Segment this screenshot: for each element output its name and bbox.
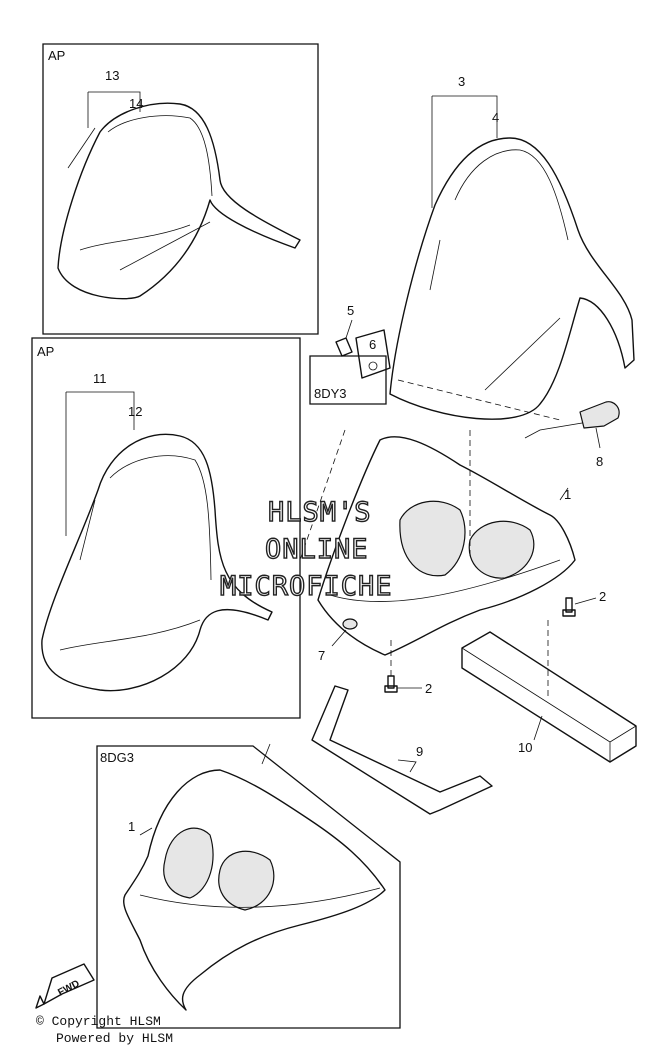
watermark-line-1: HLSM'S	[268, 497, 372, 528]
foam-block	[461, 631, 637, 763]
ap-windshield-box-mid: AP 11 12	[31, 337, 301, 719]
callout-13: 13	[105, 68, 119, 83]
ap-windshield-box-top: AP 13 14	[42, 43, 319, 335]
powered-by-text: Powered by HLSM	[56, 1031, 174, 1046]
callout-1-8dg3: 1	[128, 819, 135, 834]
seal-9: 9	[311, 685, 493, 815]
callout-4: 4	[492, 110, 499, 125]
callout-3: 3	[458, 74, 465, 89]
grommet-7: 7	[318, 618, 358, 663]
cowling-standard	[317, 436, 576, 656]
windshield-ap-large	[41, 433, 273, 692]
callout-2-lower: 2	[425, 681, 432, 696]
screw-2-lower: 2	[384, 640, 432, 696]
code-8dy3: 8DY3	[314, 386, 347, 401]
fwd-label: FWD	[56, 978, 81, 998]
callout-14: 14	[129, 96, 143, 111]
watermark-line-3: MICROFICHE	[220, 571, 393, 602]
block-10: 10	[461, 631, 637, 763]
clip-part-8: 8	[579, 401, 620, 469]
callout-2-right: 2	[599, 589, 606, 604]
seal-strip	[311, 685, 493, 815]
code-8dg3: 8DG3	[100, 750, 134, 765]
callout-5: 5	[347, 303, 354, 318]
callout-1: 1	[564, 487, 571, 502]
box-8dy3: 8DY3 5 6	[309, 303, 391, 405]
fwd-arrow-icon: FWD	[35, 963, 95, 1009]
copyright-text: © Copyright HLSM	[36, 1014, 161, 1029]
watermark: HLSM'S ONLINE MICROFICHE	[219, 496, 393, 602]
callout-11: 11	[93, 371, 107, 386]
ap-label-mid: AP	[37, 344, 54, 359]
cowling-8dg3	[123, 769, 386, 1011]
ap-label-top: AP	[48, 48, 65, 63]
watermark-line-2: ONLINE	[265, 534, 369, 565]
callout-12: 12	[128, 404, 142, 419]
callout-7: 7	[318, 648, 325, 663]
callout-10: 10	[518, 740, 532, 755]
box-8dg3: 8DG3 1	[96, 743, 401, 1029]
callout-8: 8	[596, 454, 603, 469]
main-cowling: 1	[299, 429, 576, 700]
windshield-ap-small	[57, 102, 301, 300]
main-windshield: 3 4	[389, 74, 635, 439]
screw-2-right: 2	[562, 589, 606, 617]
windshield-standard	[389, 137, 635, 420]
callout-9: 9	[416, 744, 423, 759]
callout-6: 6	[369, 337, 376, 352]
